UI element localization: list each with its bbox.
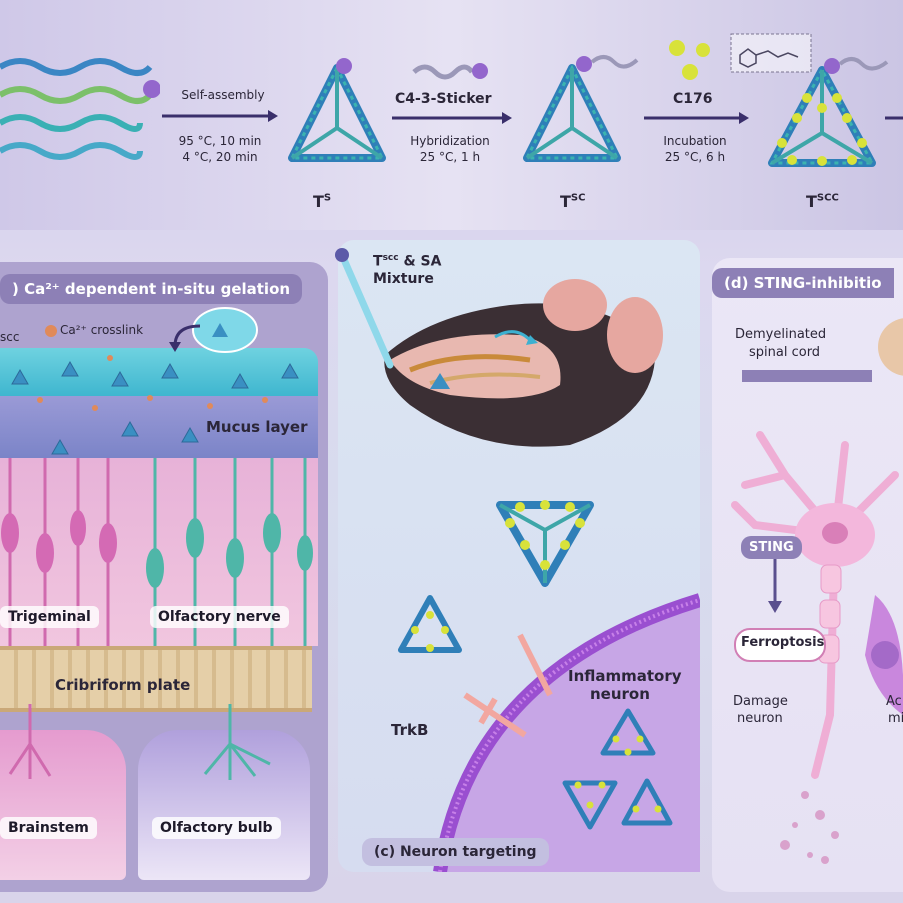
sticker-icon bbox=[410, 58, 490, 84]
panel-c-title: (c) Neuron targeting bbox=[362, 838, 549, 866]
tscc-particle-5 bbox=[620, 775, 675, 830]
dna-strands bbox=[0, 55, 160, 175]
crosslink-label: Ca²⁺ crosslink bbox=[60, 323, 143, 337]
calcium-ion bbox=[44, 324, 58, 338]
inflammatory-label-2: neuron bbox=[590, 685, 650, 703]
c176-drug-icon bbox=[665, 38, 725, 84]
axon-fibers bbox=[0, 704, 310, 784]
product-ts-label: TS bbox=[313, 192, 331, 211]
cribriform-label: Cribriform plate bbox=[55, 676, 190, 694]
trkb-receptor-2 bbox=[510, 625, 570, 705]
step1-label: Self-assembly bbox=[168, 87, 278, 103]
spinal-cord-line bbox=[742, 370, 872, 382]
step2-arrow bbox=[390, 110, 515, 126]
step3-label: C176 bbox=[673, 91, 713, 107]
step1-arrow bbox=[160, 108, 280, 124]
tetrahedron-ts bbox=[282, 58, 392, 178]
ac-label-1: Ac bbox=[886, 694, 902, 709]
ferroptosis-label: Ferroptosis bbox=[741, 635, 824, 650]
trigeminal-label: Trigeminal bbox=[0, 606, 99, 628]
step3-cond1: Incubation bbox=[640, 133, 750, 149]
trkb-label: TrkB bbox=[391, 721, 428, 739]
damage-label-1: Damage bbox=[733, 694, 788, 709]
crosslink-arrow bbox=[165, 322, 205, 352]
tscc-particle-2 bbox=[395, 590, 465, 660]
mouse-head bbox=[370, 265, 670, 465]
mixture-label-1: Tscc & SA bbox=[373, 253, 441, 270]
product-tsc-label: TSC bbox=[560, 192, 585, 211]
step3-cond2: 25 °C, 6 h bbox=[640, 149, 750, 165]
sting-label: STING bbox=[741, 536, 802, 559]
next-arrow bbox=[885, 110, 903, 126]
ac-label-2: mi bbox=[888, 711, 903, 726]
inflammatory-label-1: Inflammatory bbox=[568, 667, 682, 685]
step1-cond2: 4 °C, 20 min bbox=[165, 149, 275, 165]
step2-label: C4-3-Sticker bbox=[395, 91, 492, 107]
tetrahedron-tsc bbox=[512, 48, 647, 178]
olfactory-nerve-label: Olfactory nerve bbox=[150, 606, 289, 628]
mucus-label: Mucus layer bbox=[206, 418, 307, 436]
demyelinated-label-2: spinal cord bbox=[749, 345, 820, 360]
tscc-particle-4 bbox=[560, 775, 620, 835]
brainstem-label: Brainstem bbox=[0, 817, 97, 839]
sting-arrow bbox=[760, 555, 790, 615]
mixture-label-2: Mixture bbox=[373, 271, 434, 287]
tscc-particle-3 bbox=[598, 705, 658, 760]
step2-cond1: Hybridization bbox=[395, 133, 505, 149]
tetrahedron-tscc bbox=[752, 48, 892, 188]
step1-cond1: 95 °C, 10 min bbox=[165, 133, 275, 149]
demyelinated-label-1: Demyelinated bbox=[735, 327, 826, 342]
product-tscc-label: TSCC bbox=[806, 192, 839, 211]
damage-label-2: neuron bbox=[737, 711, 783, 726]
olfactory-bulb-label: Olfactory bulb bbox=[152, 817, 281, 839]
panel-d-title: (d) STING-inhibitio bbox=[712, 268, 894, 298]
gel-particles bbox=[0, 350, 318, 460]
scc-label: scc bbox=[0, 330, 19, 344]
step2-cond2: 25 °C, 1 h bbox=[395, 149, 505, 165]
panel-b-title: ) Ca²⁺ dependent in-situ gelation bbox=[0, 274, 302, 304]
step3-arrow bbox=[642, 110, 752, 126]
tscc-particle-large bbox=[490, 495, 600, 595]
